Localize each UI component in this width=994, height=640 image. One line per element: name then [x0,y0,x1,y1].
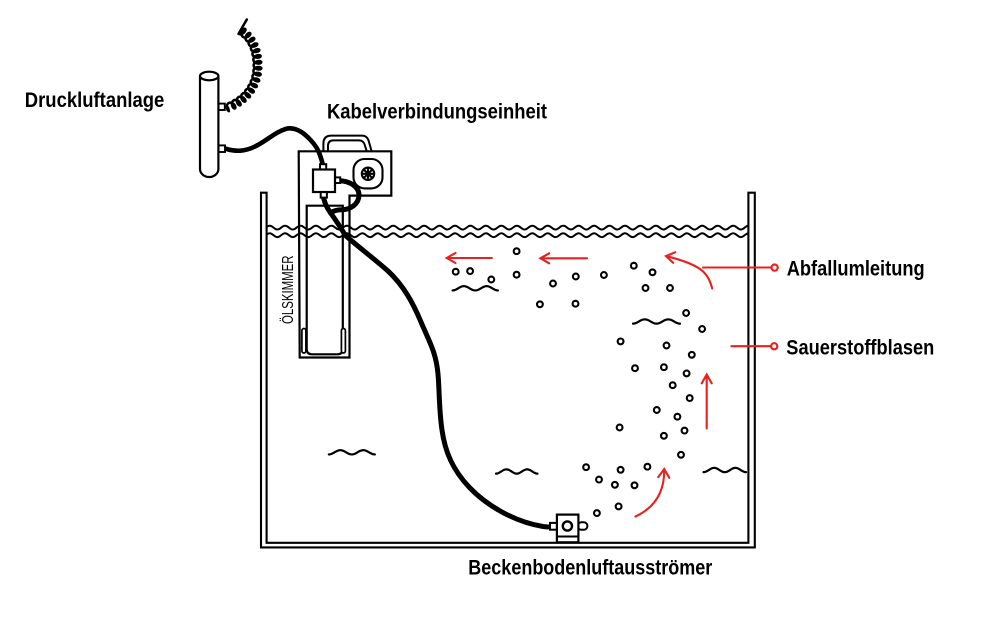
svg-text:Kabelverbindungseinheit: Kabelverbindungseinheit [327,101,547,124]
svg-text:Beckenbodenluftausströmer: Beckenbodenluftausströmer [468,557,712,580]
svg-text:Druckluftanlage: Druckluftanlage [25,89,165,112]
svg-text:ÖLSKIMMER: ÖLSKIMMER [279,256,297,325]
svg-text:Sauerstoffblasen: Sauerstoffblasen [786,336,934,359]
svg-text:Abfallumleitung: Abfallumleitung [787,258,925,281]
